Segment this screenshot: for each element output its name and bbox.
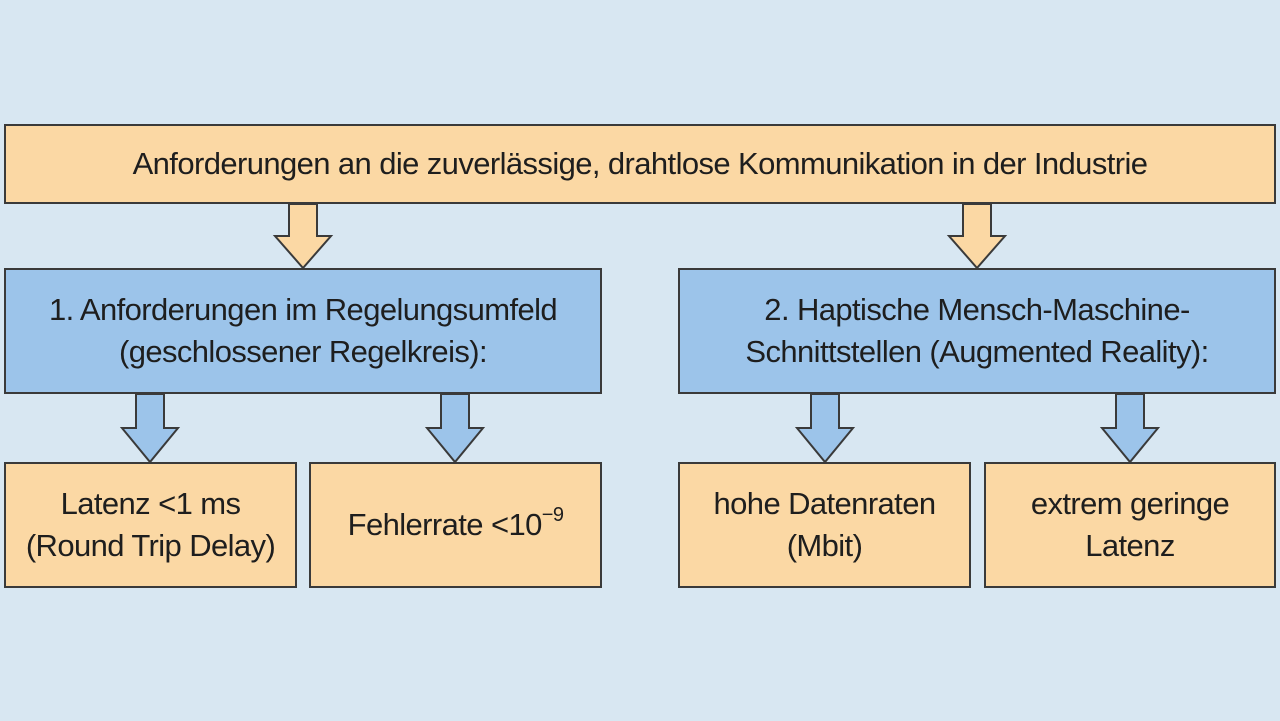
error-rate-requirement-box: Fehlerrate <10−9	[309, 462, 602, 588]
error-rate-exponent: −9	[541, 504, 564, 527]
control-loop-title-line2: (geschlossener Regelkreis):	[118, 334, 488, 369]
arrow-branch1-to-latenz	[119, 393, 181, 464]
root-requirements-text: Anforderungen an die zuverlässige, draht…	[132, 146, 1148, 181]
low-latency-line1: extrem geringe	[1030, 486, 1230, 522]
root-requirements-box: Anforderungen an die zuverlässige, draht…	[4, 124, 1276, 204]
haptic-title-line1: 2. Haptische Mensch-Maschine-	[764, 292, 1190, 328]
latency-requirement-box: Latenz <1 ms (Round Trip Delay)	[4, 462, 297, 588]
low-latency-line2: Latenz	[1085, 528, 1175, 563]
control-loop-title-line1: 1. Anforderungen im Regelungsumfeld	[48, 292, 558, 328]
data-rate-requirement-box: hohe Datenraten (Mbit)	[678, 462, 971, 588]
data-rate-line2: (Mbit)	[786, 528, 863, 563]
haptic-title-line2: Schnittstellen (Augmented Reality):	[745, 334, 1209, 369]
control-loop-requirements-box: 1. Anforderungen im Regelungsumfeld (ges…	[4, 268, 602, 394]
arrow-branch2-to-datenraten	[794, 393, 856, 464]
low-latency-requirement-box: extrem geringe Latenz	[984, 462, 1276, 588]
haptic-interface-box: 2. Haptische Mensch-Maschine- Schnittste…	[678, 268, 1276, 394]
latency-line1: Latenz <1 ms	[60, 486, 241, 522]
arrow-top-to-branch1	[272, 203, 334, 270]
arrow-branch2-to-latenz	[1099, 393, 1161, 464]
error-rate-base: Fehlerrate <10	[347, 507, 543, 543]
arrow-top-to-branch2	[946, 203, 1008, 270]
data-rate-line1: hohe Datenraten	[713, 486, 937, 522]
latency-line2: (Round Trip Delay)	[25, 528, 276, 563]
error-rate-text: Fehlerrate <10−9	[348, 504, 564, 546]
arrow-branch1-to-fehlerrate	[424, 393, 486, 464]
